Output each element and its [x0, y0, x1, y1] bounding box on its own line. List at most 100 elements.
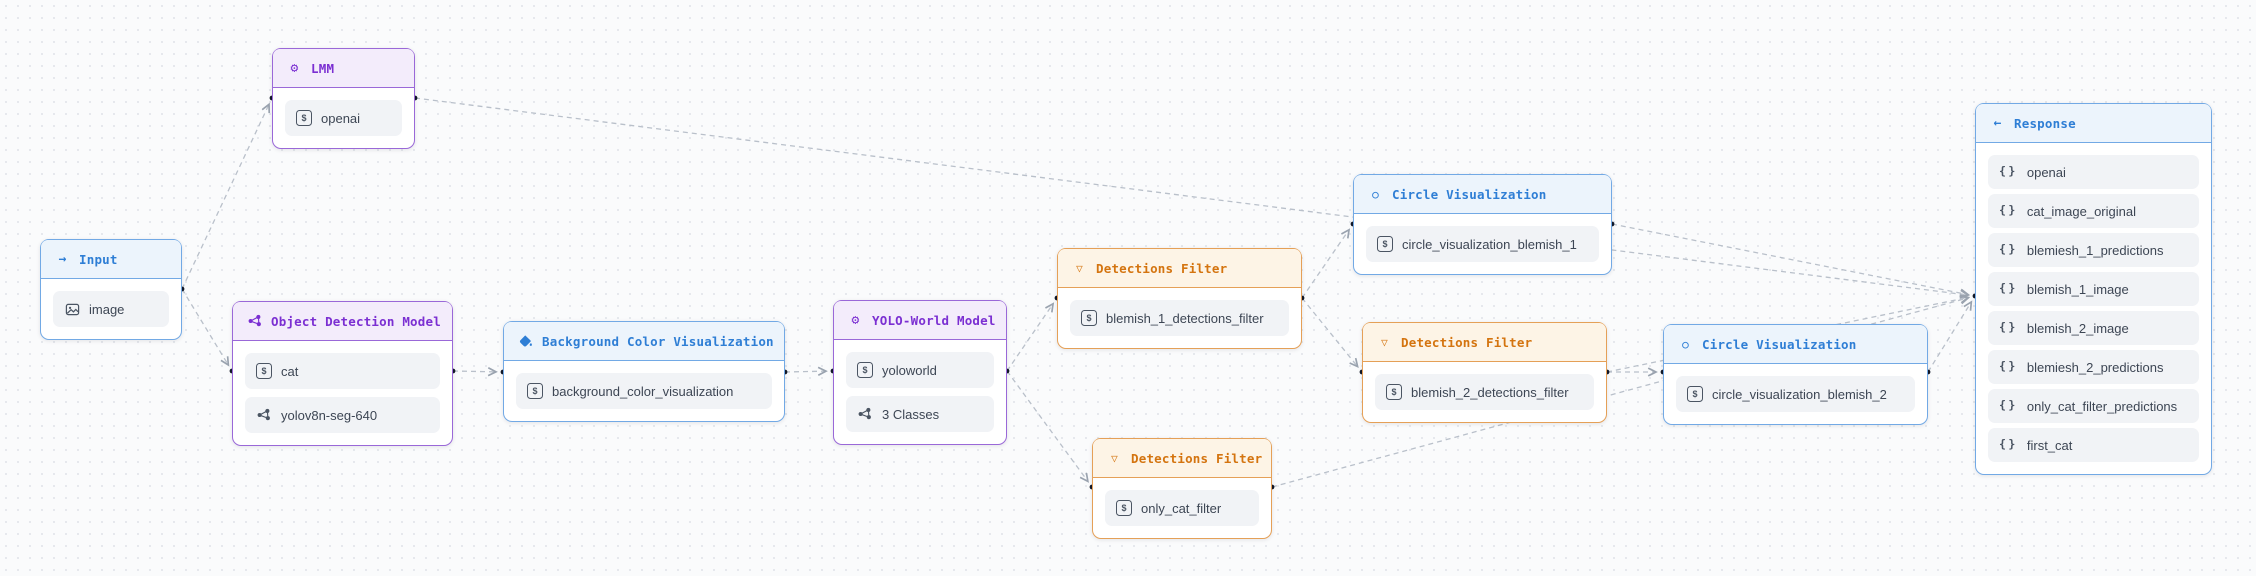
item-label: 3 Classes	[882, 406, 940, 422]
node-item-blemiesh-2-predictions[interactable]: {} blemiesh_2_predictions	[1988, 350, 2199, 384]
node-item-image[interactable]: image	[53, 291, 169, 327]
braces-icon: {}	[1999, 203, 2018, 218]
item-label: blemiesh_2_predictions	[2026, 359, 2164, 375]
braces-icon: {}	[1999, 242, 2018, 257]
edge-line	[784, 371, 826, 372]
string-icon: $	[1081, 310, 1097, 326]
node-cv1-header[interactable]: ○ Circle Visualization	[1354, 175, 1611, 214]
string-icon: $	[1386, 384, 1402, 400]
braces-icon: {}	[1999, 164, 2018, 179]
braces-icon: {}	[1999, 398, 2018, 413]
node-title: Object Detection Model	[271, 313, 441, 329]
node-item-classes[interactable]: 3 Classes	[846, 396, 994, 432]
node-input[interactable]: → Input image	[40, 239, 182, 340]
item-label: only_cat_filter_predictions	[2026, 398, 2178, 414]
arrow-left-icon: ←	[1993, 115, 2002, 131]
node-detections-filter-only-cat[interactable]: ▽ Detections Filter $ only_cat_filter	[1092, 438, 1272, 539]
node-detections-filter-blemish-1[interactable]: ▽ Detections Filter $ blemish_1_detectio…	[1057, 248, 1302, 349]
node-title: Circle Visualization	[1392, 186, 1547, 202]
edge-line	[1006, 370, 1088, 481]
node-item-background-color-visualization[interactable]: $ background_color_visualization	[516, 373, 772, 409]
node-lmm[interactable]: ⚙ LMM $ openai	[272, 48, 415, 149]
node-input-header[interactable]: → Input	[41, 240, 181, 279]
arrow-right-icon: →	[58, 251, 67, 267]
node-circle-visualization-blemish-2[interactable]: ○ Circle Visualization $ circle_visualiz…	[1663, 324, 1928, 425]
gear-icon: ⚙	[851, 312, 860, 328]
edge-line	[452, 371, 496, 372]
string-icon: $	[256, 363, 272, 379]
node-title: YOLO-World Model	[872, 312, 996, 328]
node-title: Background Color Visualization	[542, 333, 774, 349]
braces-icon: {}	[1999, 437, 2018, 452]
node-detections-filter-blemish-2[interactable]: ▽ Detections Filter $ blemish_2_detectio…	[1362, 322, 1607, 423]
node-df1-header[interactable]: ▽ Detections Filter	[1058, 249, 1301, 288]
edge-line	[1271, 298, 1968, 488]
item-label: circle_visualization_blemish_2	[1712, 386, 1887, 402]
node-item-cat[interactable]: $ cat	[245, 353, 440, 389]
node-item-blemish-2-detections-filter[interactable]: $ blemish_2_detections_filter	[1375, 374, 1594, 410]
item-label: circle_visualization_blemish_1	[1402, 236, 1577, 252]
node-response-header[interactable]: ← Response	[1976, 104, 2211, 143]
node-background-color-visualization[interactable]: Background Color Visualization $ backgro…	[503, 321, 785, 422]
node-item-model-id[interactable]: yolov8n-seg-640	[245, 397, 440, 433]
item-label: yolov8n-seg-640	[281, 407, 378, 423]
node-item-blemiesh-1-predictions[interactable]: {} blemiesh_1_predictions	[1988, 233, 2199, 267]
node-response[interactable]: ← Response {} openai {} cat_image_origin…	[1975, 103, 2212, 475]
node-item-openai-output[interactable]: {} openai	[1988, 155, 2199, 189]
node-item-first-cat[interactable]: {} first_cat	[1988, 428, 2199, 462]
item-label: blemiesh_1_predictions	[2026, 242, 2164, 258]
node-item-circle-visualization-blemish-2[interactable]: $ circle_visualization_blemish_2	[1676, 376, 1915, 412]
node-yolo-header[interactable]: ⚙ YOLO-World Model	[834, 301, 1006, 340]
item-label: cat_image_original	[2026, 203, 2136, 219]
paint-bucket-icon	[518, 334, 533, 348]
item-label: blemish_1_image	[2026, 281, 2129, 297]
node-item-only-cat-filter[interactable]: $ only_cat_filter	[1105, 490, 1259, 526]
node-title: Detections Filter	[1096, 260, 1228, 276]
funnel-icon: ▽	[1381, 335, 1388, 349]
braces-icon: {}	[1999, 359, 2018, 374]
model-graph-icon	[247, 314, 262, 328]
node-item-blemish-2-image[interactable]: {} blemish_2_image	[1988, 311, 2199, 345]
item-label: image	[89, 301, 125, 317]
item-label: blemish_1_detections_filter	[1106, 310, 1264, 326]
node-odm-header[interactable]: Object Detection Model	[233, 302, 452, 341]
edge-line	[1006, 304, 1053, 372]
node-yolo-world-model[interactable]: ⚙ YOLO-World Model $ yoloworld 3 Classes	[833, 300, 1007, 445]
braces-icon: {}	[1999, 281, 2018, 296]
node-item-openai[interactable]: $ openai	[285, 100, 402, 136]
node-bcv-header[interactable]: Background Color Visualization	[504, 322, 784, 361]
edge-line	[1301, 297, 1358, 367]
node-item-blemish-1-detections-filter[interactable]: $ blemish_1_detections_filter	[1070, 300, 1289, 336]
string-icon: $	[1116, 500, 1132, 516]
string-icon: $	[857, 362, 873, 378]
item-label: background_color_visualization	[552, 383, 734, 399]
braces-icon: {}	[1999, 320, 2018, 335]
edge-line	[181, 104, 269, 290]
node-title: Detections Filter	[1131, 450, 1263, 466]
node-df2-header[interactable]: ▽ Detections Filter	[1363, 323, 1606, 362]
node-item-only-cat-filter-predictions[interactable]: {} only_cat_filter_predictions	[1988, 389, 2199, 423]
item-label: first_cat	[2026, 437, 2073, 453]
node-lmm-header[interactable]: ⚙ LMM	[273, 49, 414, 88]
node-item-blemish-1-image[interactable]: {} blemish_1_image	[1988, 272, 2199, 306]
node-title: LMM	[311, 60, 335, 76]
item-label: blemish_2_detections_filter	[1411, 384, 1569, 400]
funnel-icon: ▽	[1111, 451, 1118, 465]
node-df3-header[interactable]: ▽ Detections Filter	[1093, 439, 1271, 478]
image-icon	[64, 302, 80, 317]
gear-icon: ⚙	[290, 60, 299, 76]
circle-icon: ○	[1682, 337, 1689, 351]
item-label: openai	[2026, 164, 2066, 180]
node-item-cat-image-original[interactable]: {} cat_image_original	[1988, 194, 2199, 228]
node-item-circle-visualization-blemish-1[interactable]: $ circle_visualization_blemish_1	[1366, 226, 1599, 262]
circle-icon: ○	[1372, 187, 1379, 201]
edge-line	[1301, 230, 1349, 299]
string-icon: $	[1377, 236, 1393, 252]
edge-line	[1611, 223, 1968, 295]
node-title: Input	[79, 251, 118, 267]
node-item-yoloworld[interactable]: $ yoloworld	[846, 352, 994, 388]
node-cv2-header[interactable]: ○ Circle Visualization	[1664, 325, 1927, 364]
node-object-detection-model[interactable]: Object Detection Model $ cat yolov8n-seg…	[232, 301, 453, 446]
node-circle-visualization-blemish-1[interactable]: ○ Circle Visualization $ circle_visualiz…	[1353, 174, 1612, 275]
